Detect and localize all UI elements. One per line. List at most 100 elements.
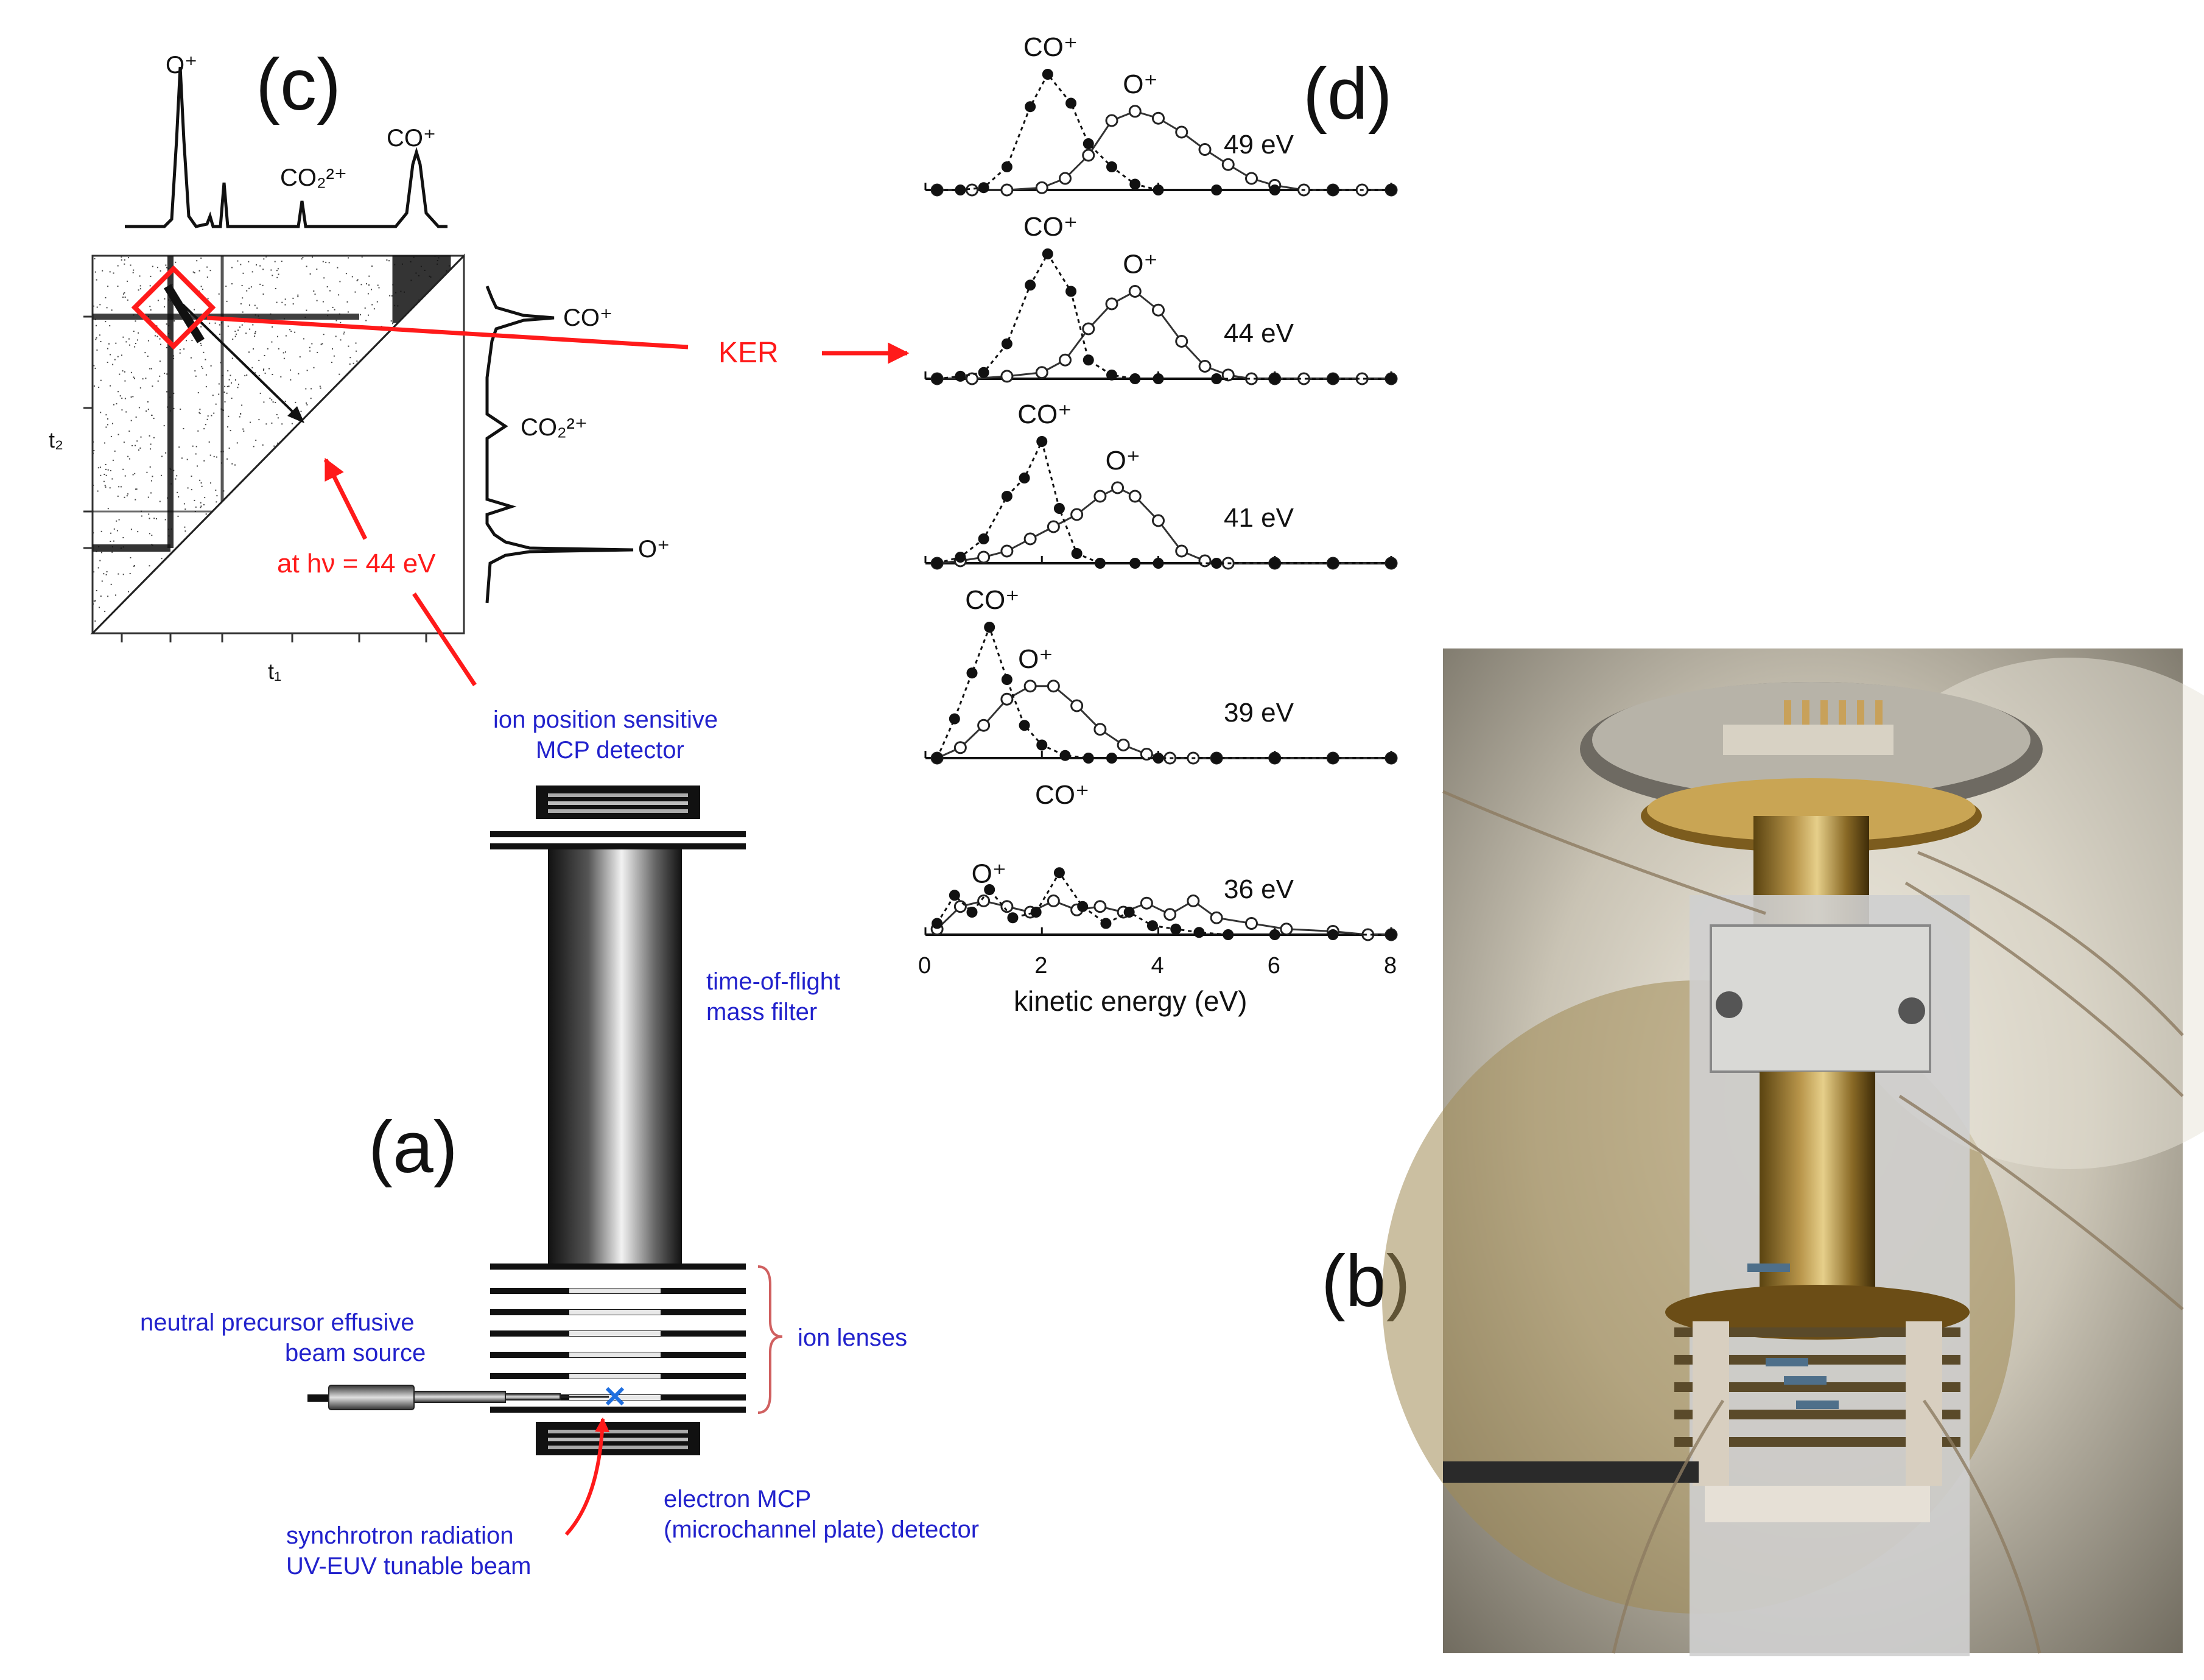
co-plus-point [1223,929,1234,940]
map-scatter-point [361,256,363,258]
map-scatter-point [275,402,276,403]
ker-x-tick-label: 6 [1268,953,1280,979]
map-scatter-point [253,446,254,448]
o-plus-label: O⁺ [1018,644,1053,674]
map-scatter-point [197,392,199,393]
map-scatter-point [376,301,378,303]
o-plus-point [1000,544,1014,558]
co-plus-curve [936,252,1391,380]
map-scatter-point [371,289,373,290]
map-scatter-point [340,322,342,323]
co-plus-point [1153,753,1164,764]
map-scatter-point [211,415,212,416]
map-scatter-point [138,289,139,291]
map-scatter-point [175,478,177,480]
map-scatter-point [186,459,188,460]
map-scatter-point [231,463,233,465]
synchrotron-beam-arrow [564,1417,610,1536]
co-plus-point [1053,503,1065,514]
co-plus-point [1129,373,1141,384]
map-scatter-point [159,501,161,502]
map-scatter-point [200,502,202,504]
map-scatter-point [156,336,158,337]
precursor-label-1: neutral precursor effusive [140,1309,415,1336]
map-scatter-point [311,388,312,390]
map-scatter-point [135,343,136,344]
map-scatter-point [93,305,94,307]
ion-lens-aperture [569,1374,661,1379]
ker-x-tick-label: 2 [1034,953,1047,979]
map-scatter-point [173,469,175,471]
map-scatter-point [226,385,228,387]
ion-lenses-label: ion lenses [798,1324,907,1351]
map-scatter-point [152,265,153,267]
ion-lens-stack [490,1264,746,1413]
co-plus-point [1077,901,1089,912]
map-scatter-point [139,275,141,277]
map-scatter-point [250,286,252,288]
o-plus-point [1198,554,1212,568]
map-scatter-point [95,339,97,340]
map-scatter-point [100,341,102,342]
map-scatter-point [130,396,132,398]
co-plus-point [1083,138,1094,149]
map-scatter-point [141,515,142,517]
map-scatter-point [234,331,236,332]
map-scatter-point [134,378,135,379]
co-plus-point [1106,161,1117,172]
co-plus-point [978,533,989,544]
map-scatter-point [124,496,125,498]
map-scatter-point [348,257,349,259]
o-plus-point [1093,723,1107,736]
map-scatter-point [105,426,107,428]
map-scatter-point [118,434,119,435]
map-scatter-point [122,370,124,372]
map-scatter-point [203,428,205,430]
map-scatter-point [105,468,107,470]
map-scatter-point [109,487,111,489]
map-scatter-point [150,480,152,482]
map-scatter-point [113,528,115,530]
co-plus-label: CO⁺ [1023,32,1078,62]
map-scatter-point [107,418,108,420]
map-scatter-point [328,262,330,264]
map-scatter-point [149,466,151,468]
map-scatter-point [280,376,282,378]
co-plus-point [984,884,995,895]
map-scatter-point [200,345,202,346]
map-scatter-point [133,376,135,378]
map-scatter-point [116,530,118,532]
ker-selection-box [131,265,216,350]
map-scatter-point [135,320,136,322]
map-scatter-point [270,269,272,271]
map-scatter-point [156,267,158,269]
map-scatter-point [255,440,257,441]
map-scatter-point [388,260,390,262]
map-scatter-point [242,428,244,430]
map-scatter-point [225,286,227,287]
map-scatter-point [108,343,110,345]
map-scatter-point [200,342,202,344]
map-scatter-point [164,298,166,300]
map-scatter-point [231,398,233,399]
co-plus-point [1269,929,1280,940]
map-scatter-point [147,340,149,342]
map-scatter-point [301,258,303,260]
co-plus-point [1071,548,1083,559]
map-scatter-point [127,493,128,495]
map-scatter-point [242,297,244,299]
map-scatter-point [226,458,228,460]
map-scatter-point [201,485,203,487]
co-plus-point [984,622,995,633]
map-scatter-point [316,300,318,301]
map-scatter-point [258,419,260,421]
map-scatter-point [338,294,340,296]
map-scatter-point [150,448,151,450]
co-plus-point [1106,369,1117,381]
map-scatter-point [191,340,193,342]
map-scatter-point [205,374,207,376]
detector-pointer-line [412,592,477,686]
map-scatter-point [316,269,318,270]
map-scatter-point [147,356,149,357]
map-scatter-point [135,416,137,418]
